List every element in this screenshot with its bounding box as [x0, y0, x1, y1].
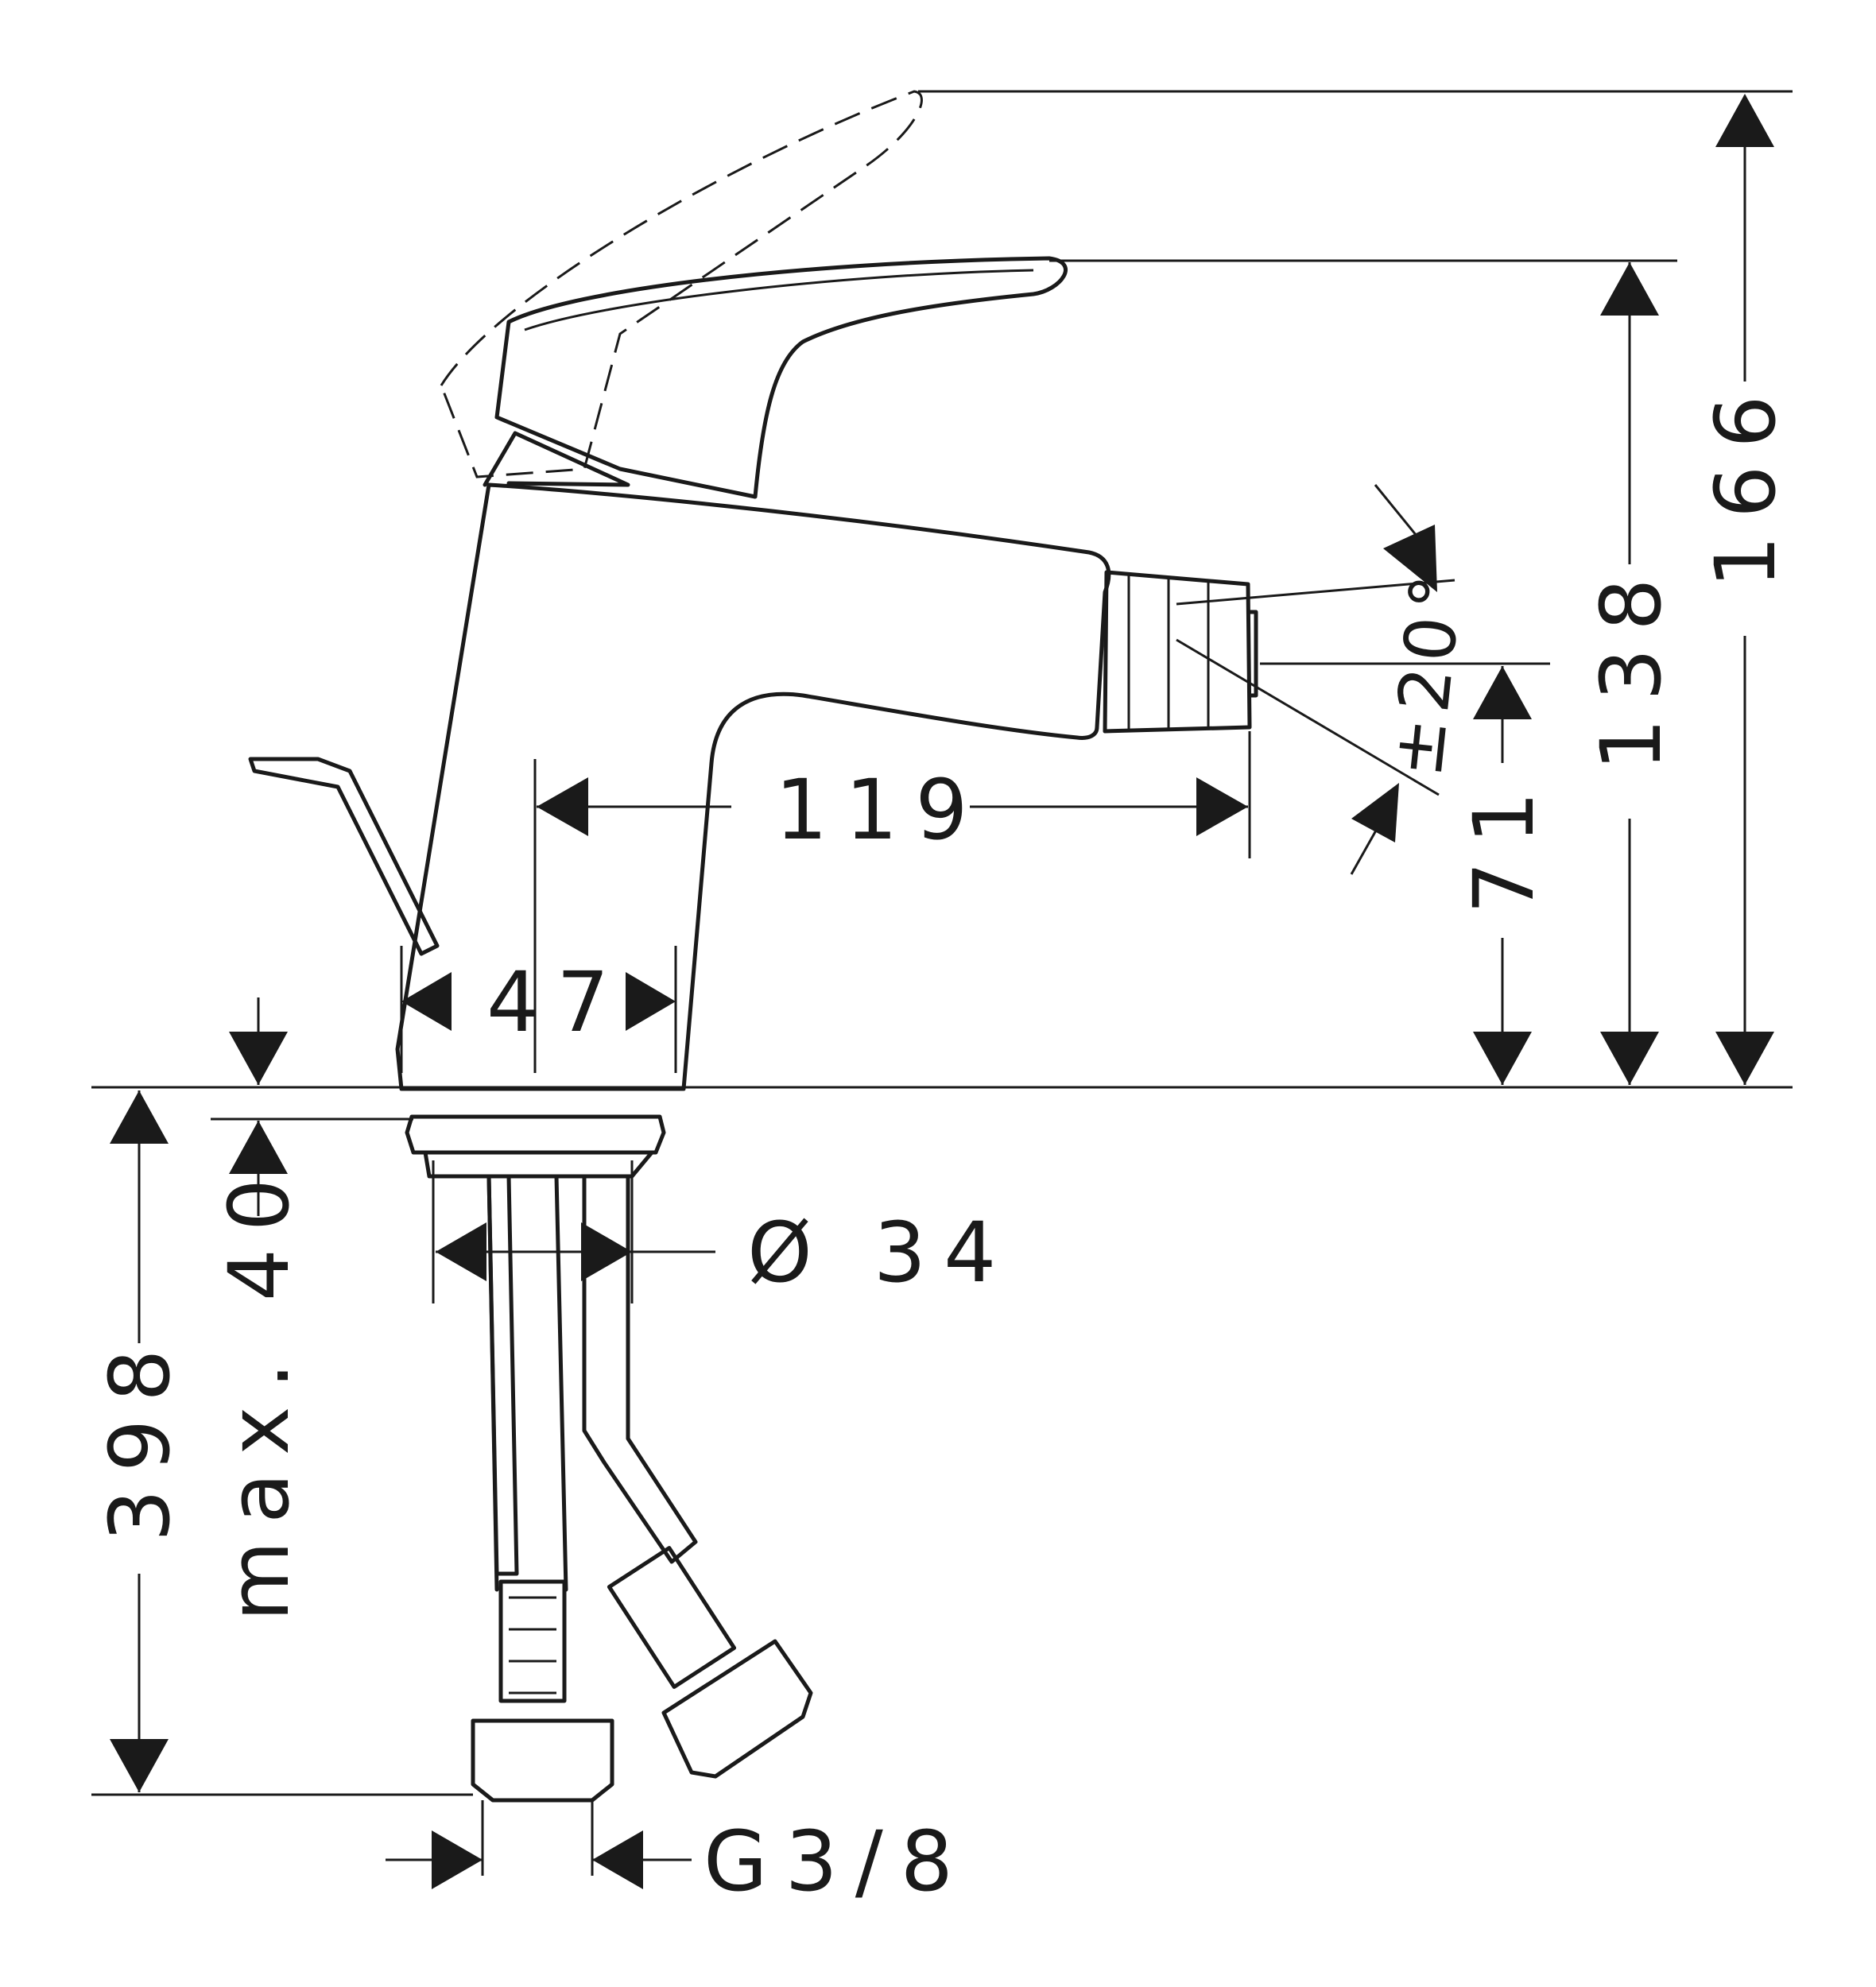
dim-label-71: 71 — [1455, 774, 1552, 914]
handle-raised-dashed — [440, 90, 923, 478]
dimension-166: 166 — [1697, 94, 1794, 1085]
dim-label-166: 166 — [1697, 378, 1794, 588]
hex-nut-left — [471, 1718, 614, 1803]
faucet-outline — [248, 90, 1258, 1803]
lever-handle-inner — [524, 269, 1034, 331]
dimension-398: 398 — [91, 1090, 188, 1792]
hose-fitting-left — [498, 1579, 567, 1703]
dim-label-g38: G3/8 — [704, 1813, 971, 1910]
spray-nozzle — [1103, 570, 1252, 734]
dimension-119: 119 — [537, 761, 1248, 858]
hose-fitting-left-knurl — [509, 1596, 556, 1695]
nozzle-tip — [1247, 610, 1258, 698]
hex-nut-right — [661, 1639, 813, 1779]
drain-rod — [248, 757, 440, 956]
angle-line-upper — [1176, 579, 1455, 606]
dimension-138: 138 — [1583, 262, 1680, 1085]
angle-line-lower — [1176, 638, 1440, 796]
dimension-diameter-34: Ø 34 — [436, 1204, 1014, 1301]
supply-hose-straight — [486, 1174, 568, 1592]
dim-label-138: 138 — [1583, 560, 1680, 771]
dim-label-47: 47 — [486, 954, 626, 1051]
base-rosette — [405, 1114, 666, 1155]
dimension-71: 71 — [1455, 666, 1552, 1085]
lever-handle — [494, 256, 1068, 499]
handle-joint — [483, 431, 630, 487]
base-nut — [423, 1150, 654, 1179]
dim-label-119: 119 — [775, 761, 986, 858]
dim-label-diameter-34: Ø 34 — [747, 1204, 1014, 1301]
dim-label-max-40: max. 40 — [211, 1161, 308, 1621]
hose-fitting-right — [607, 1546, 737, 1689]
dim-label-angle: ±20° — [1375, 565, 1479, 780]
reference-lines — [91, 90, 1793, 1876]
dimension-g38: G3/8 — [386, 1813, 971, 1910]
dim-label-398: 398 — [91, 1331, 188, 1542]
mixer-body — [395, 482, 1111, 1091]
supply-hose-bent — [582, 1174, 698, 1564]
dimension-47: 47 — [400, 946, 677, 1073]
dimension-max-40: max. 40 — [211, 997, 308, 1621]
